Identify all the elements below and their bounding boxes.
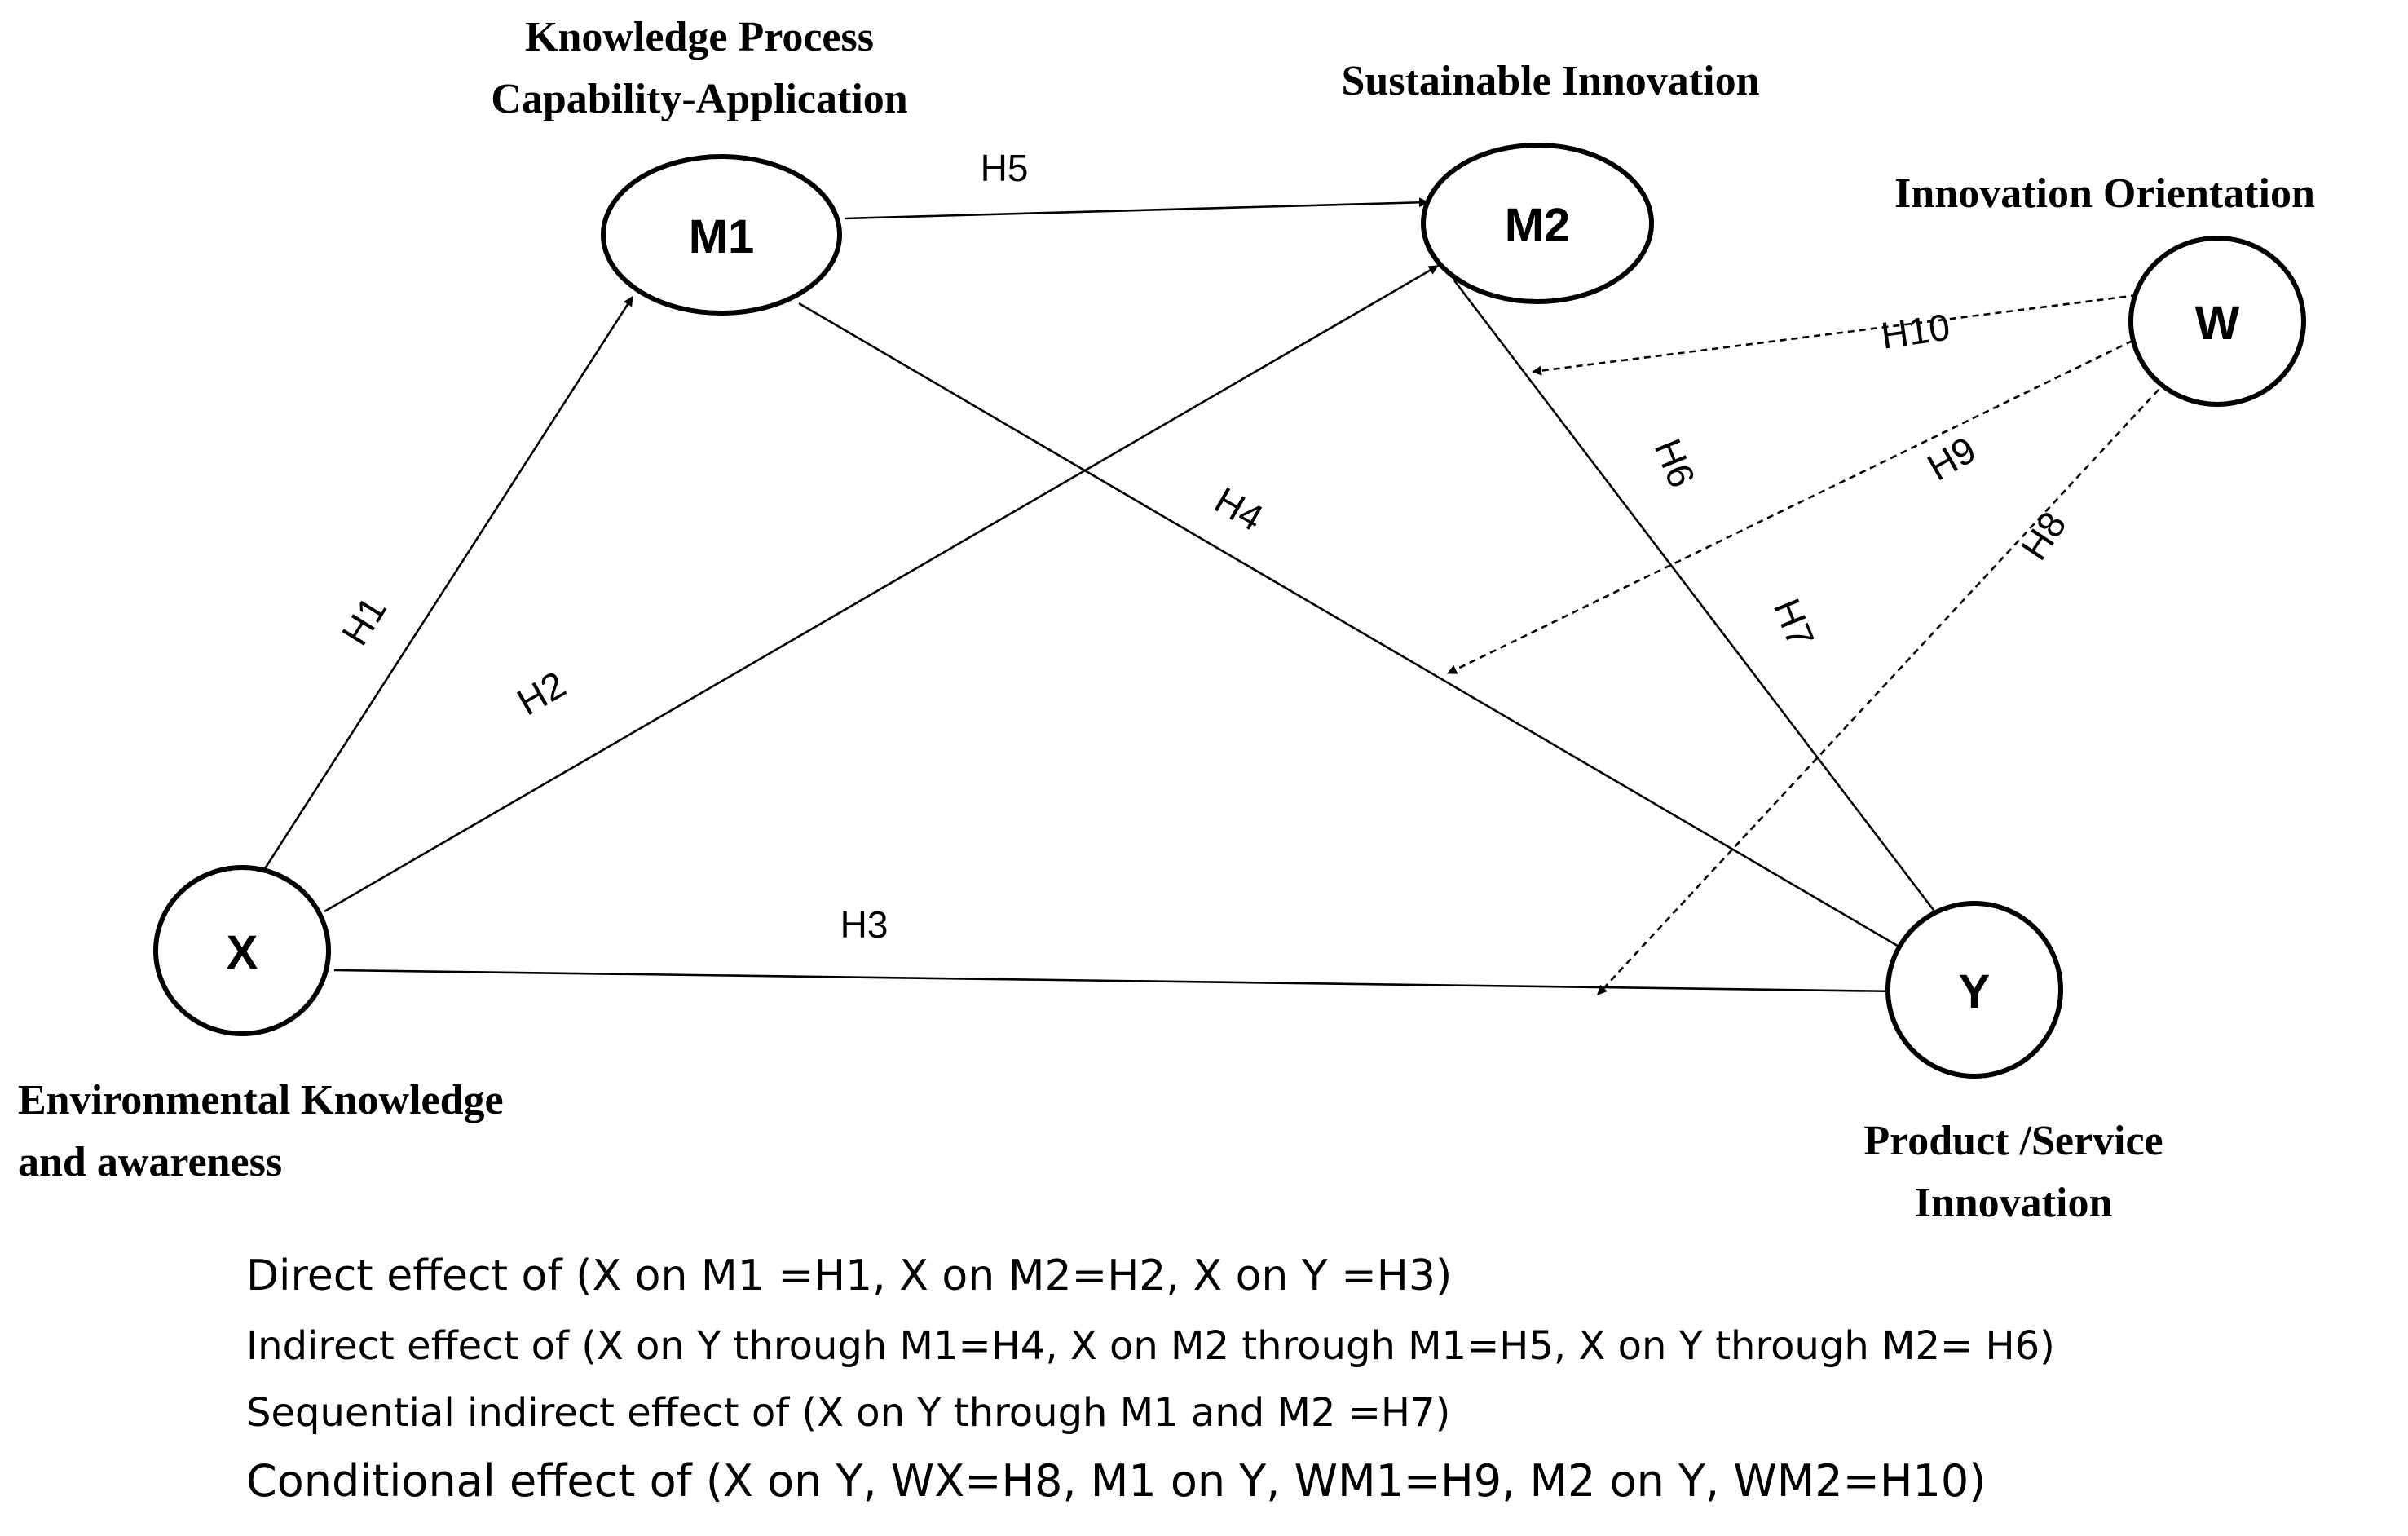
path-label-h6: H6 (1647, 433, 1704, 493)
node-m2-label-line-1: Sustainable Innovation (1342, 58, 1760, 104)
node-x-label-line-2: and awareness (18, 1139, 282, 1185)
path-arrow-h8 (1597, 389, 2159, 995)
path-label-h3: H3 (840, 903, 889, 946)
path-label-h9: H9 (1921, 428, 1983, 488)
path-arrow-h1 (261, 296, 634, 873)
node-y-label-line-2: Innovation (1915, 1180, 2113, 1226)
node-w: W (2128, 236, 2306, 407)
legend-line-conditional: Conditional effect of (X on Y, WX=H8, M1… (246, 1455, 1987, 1507)
path-arrow-h6 (1453, 280, 1945, 924)
path-arrow-h9 (1447, 339, 2133, 675)
node-m1: M1 (601, 154, 842, 316)
node-m1-letter: M1 (689, 210, 755, 263)
path-label-h5: H5 (981, 147, 1029, 189)
node-y-label-line-1: Product /Service (1863, 1118, 2163, 1164)
path-label-h1: H1 (333, 589, 395, 652)
node-m1-label-line-1: Knowledge Process (525, 14, 874, 60)
node-m1-label-line-2: Capability-Application (491, 76, 907, 122)
node-x-letter: X (227, 926, 258, 979)
node-m2-letter: M2 (1505, 199, 1571, 252)
path-arrow-h2 (324, 264, 1439, 913)
path-label-h10: H10 (1878, 306, 1952, 357)
path-arrow-h4 (798, 302, 1907, 952)
path-label-h8: H8 (2013, 504, 2075, 567)
node-y-letter: Y (1959, 965, 1991, 1018)
legend-line-indirect: Indirect effect of (X on Y through M1=H4… (246, 1323, 2055, 1369)
path-arrow-h5 (844, 197, 1429, 220)
path-label-h7: H7 (1766, 593, 1823, 653)
node-w-label-line-1: Innovation Orientation (1894, 170, 2315, 217)
path-label-h4: H4 (1208, 479, 1271, 539)
node-m2: M2 (1421, 143, 1654, 304)
node-w-letter: W (2195, 297, 2240, 350)
path-arrow-h10 (1532, 294, 2138, 376)
node-y: Y (1885, 901, 2063, 1079)
node-x: X (153, 865, 331, 1036)
path-label-h2: H2 (510, 663, 573, 723)
node-x-label-line-1: Environmental Knowledge (18, 1077, 504, 1123)
legend-line-direct: Direct effect of (X on M1 =H1, X on M2=H… (246, 1251, 1453, 1300)
legend-line-sequential: Sequential indirect effect of (X on Y th… (246, 1390, 1451, 1436)
path-arrow-h3 (333, 969, 1902, 996)
